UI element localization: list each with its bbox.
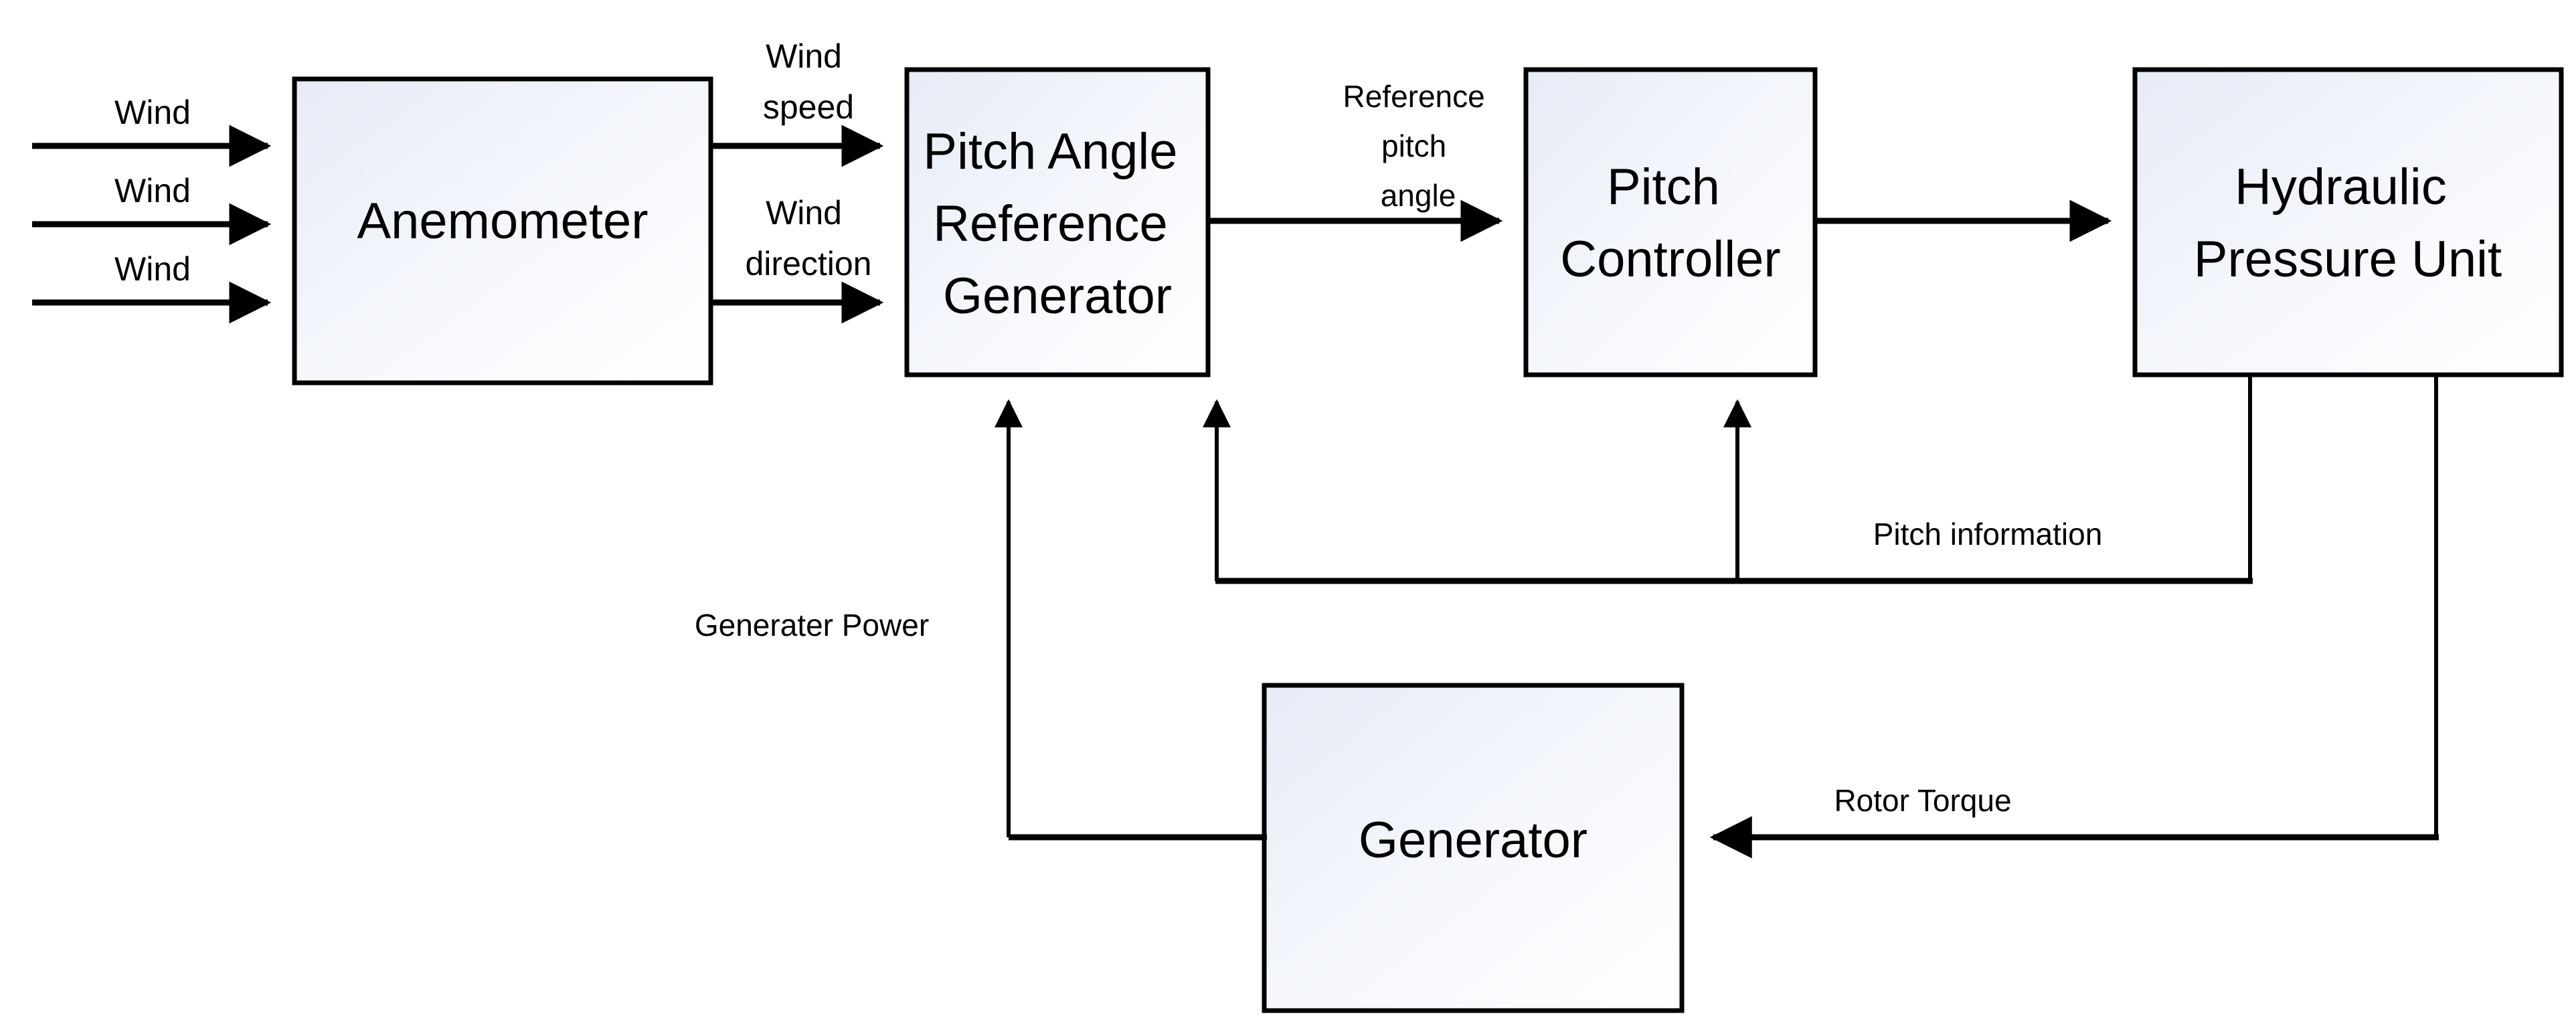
edge-label-generater-power: Generater Power [695, 608, 929, 642]
edge-label-pitch-information: Pitch information [1873, 517, 2103, 551]
block-label-pitch-angle-reference-generator: Pitch Angle Reference Generator [923, 123, 1191, 325]
block-generator[interactable] [1262, 683, 1685, 1013]
edge-label-wind-1: Wind [114, 94, 191, 131]
block-hydraulic-pressure-unit[interactable] [2132, 67, 2564, 377]
block-label-pitch-controller: Pitch Controller [1560, 159, 1780, 288]
block-pitch-controller[interactable] [1523, 67, 1818, 377]
edge-label-wind-speed: Wind speed [763, 37, 854, 126]
block-anemometer[interactable] [292, 76, 713, 386]
block-label-hydraulic-pressure-unit: Hydraulic Pressure Unit [2194, 159, 2502, 288]
edge-label-wind-2: Wind [114, 172, 191, 209]
edge-label-reference-pitch-angle: Reference pitch angle [1343, 79, 1493, 213]
edge-label-wind-3: Wind [114, 250, 191, 288]
block-label-generator: Generator [1359, 812, 1587, 869]
edge-label-rotor-torque: Rotor Torque [1834, 783, 2011, 818]
edge-label-wind-direction: Wind direction [746, 194, 872, 282]
block-label-anemometer: Anemometer [357, 193, 648, 250]
block-pitch-angle-reference-generator[interactable] [904, 67, 1211, 377]
